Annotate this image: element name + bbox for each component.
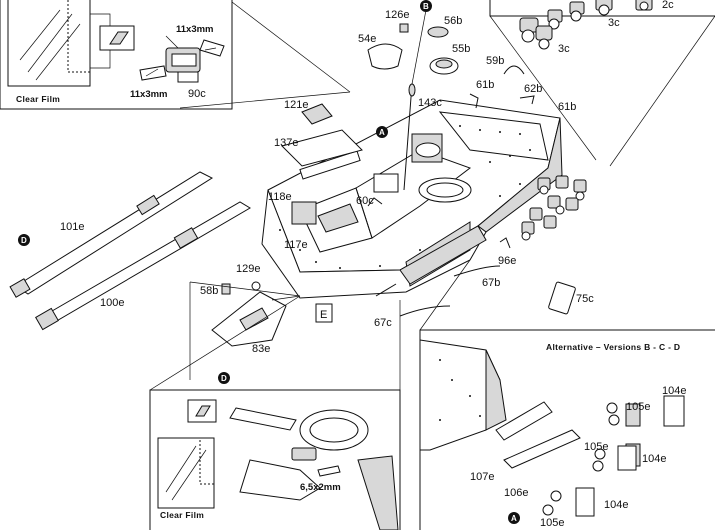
alt-track-parts [542, 395, 685, 517]
track-housings-right [521, 175, 587, 241]
marker-d-left-letter: D [21, 236, 27, 245]
part-label-90c: 90c [188, 88, 206, 100]
marker-a-bottom: A [508, 512, 520, 524]
part-label-126e: 126e [385, 9, 409, 21]
part-label-60c: 60c [356, 195, 374, 207]
part-label-3c-a: 3c [608, 17, 620, 29]
inset-dim-a: 11x3mm [176, 24, 214, 35]
inset-bottom: 6,5x2mm Clear Film [149, 295, 401, 530]
part-label-96e: 96e [498, 255, 516, 267]
part-label-67b: 67b [482, 277, 500, 289]
inset-dim-b: 11x3mm [130, 89, 168, 100]
part-label-137e: 137e [274, 137, 298, 149]
part-label-107e: 107e [470, 471, 494, 483]
part-label-105e-a: 105e [626, 401, 650, 413]
part-label-3c-b: 3c [558, 43, 570, 55]
clear-film-caption-bottom: Clear Film [160, 510, 204, 520]
marker-d-bottom: D [218, 372, 230, 384]
gun-mantlet [189, 281, 301, 380]
part-label-101e: 101e [60, 221, 84, 233]
part-label-104e-b: 104e [642, 453, 666, 465]
marker-b-letter: B [423, 2, 429, 11]
inset-bottom-dim: 6,5x2mm [300, 482, 341, 493]
inset-top-left: 11x3mm 11x3mm 90c Clear Film [0, 0, 233, 110]
marker-d-left: D [18, 234, 30, 246]
part-label-143c: 143c [418, 97, 442, 109]
part-label-100e: 100e [100, 297, 124, 309]
part-label-105e-b: 105e [584, 441, 608, 453]
marker-a-bottom-letter: A [511, 514, 517, 523]
marker-a-top-letter: A [379, 128, 385, 137]
part-label-104e-c: 104e [604, 499, 628, 511]
marker-d-bottom-letter: D [221, 374, 227, 383]
part-label-83e: 83e [252, 343, 270, 355]
part-label-105e-c: 105e [540, 517, 564, 529]
part-label-58b: 58b [200, 285, 218, 297]
part-label-106e: 106e [504, 487, 528, 499]
part-label-59b: 59b [486, 55, 504, 67]
part-label-54e: 54e [358, 33, 376, 45]
upper-small-parts [281, 9, 576, 315]
part-labels: 126e 56b 54e 55b 59b 61b 62b 61b 143c 12… [60, 9, 686, 529]
part-label-117e: 117e [284, 239, 308, 251]
part-label-67c: 67c [374, 317, 392, 329]
marker-e-box [315, 303, 333, 323]
part-label-61b-a: 61b [476, 79, 494, 91]
part-label-129e: 129e [236, 263, 260, 275]
part-label-75c: 75c [576, 293, 594, 305]
part-label-62b: 62b [524, 83, 542, 95]
part-label-118e: 118e [268, 191, 292, 203]
inset-top-right: 2c 3c 3c [489, 0, 715, 55]
gun-barrels [9, 171, 251, 331]
alternative-title: Alternative – Versions B - C - D [546, 342, 680, 352]
clear-film-caption-top: Clear Film [16, 94, 60, 104]
part-label-55b: 55b [452, 43, 470, 55]
part-label-104e-a: 104e [662, 385, 686, 397]
inset-alternative: Alternative – Versions B - C - D [419, 259, 715, 530]
marker-a-top: A [376, 126, 388, 138]
marker-b: B [420, 0, 432, 12]
part-label-121e: 121e [284, 99, 308, 111]
part-label-56b: 56b [444, 15, 462, 27]
marker-e: E [320, 309, 327, 321]
part-label-2c: 2c [662, 0, 674, 11]
part-label-61b-b: 61b [558, 101, 576, 113]
